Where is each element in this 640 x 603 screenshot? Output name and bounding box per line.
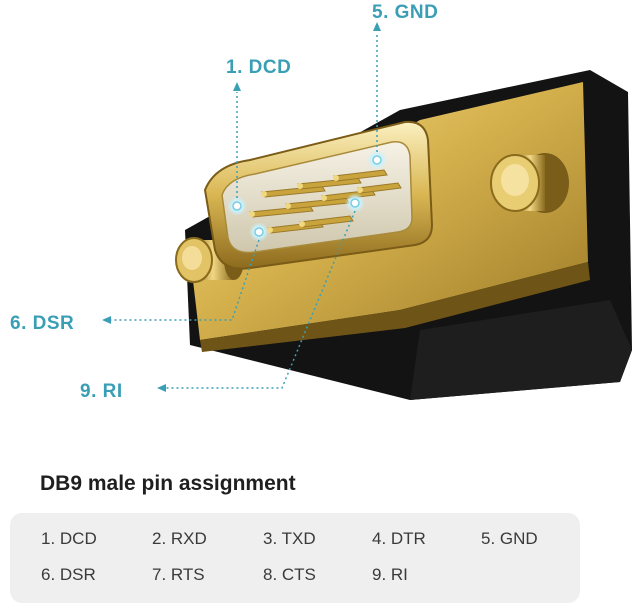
leader-lines [110, 32, 378, 389]
connector-pins [249, 169, 402, 234]
pin-row: 1. DCD 2. RXD 3. TXD 4. DTR 5. GND [10, 529, 580, 559]
arrow-left-icon [102, 316, 111, 324]
leader-pin9 [165, 210, 356, 389]
pin-cell: 8. CTS [263, 565, 316, 584]
pin-cell: 3. TXD [263, 529, 316, 548]
pin-cell: 1. DCD [41, 529, 97, 548]
connector-insert [221, 141, 413, 254]
pin-cell: 9. RI [372, 565, 408, 584]
pin-cell: 5. GND [481, 529, 538, 548]
right-screw-icon [490, 153, 569, 213]
pin-cell: 2. RXD [152, 529, 207, 548]
pin-assignment-table: 1. DCD 2. RXD 3. TXD 4. DTR 5. GND 6. DS… [10, 513, 580, 603]
db9-connector-illustration: 1. DCD 5. GND 6. DSR 9. RI [10, 2, 632, 402]
arrow-up-icon [373, 22, 381, 31]
pin-assignment-title: DB9 male pin assignment [40, 472, 296, 495]
pin-cell: 7. RTS [152, 565, 205, 584]
pin-row: 6. DSR 7. RTS 8. CTS 9. RI [10, 565, 580, 595]
arrow-left-icon [157, 384, 166, 392]
callout-pin6: 6. DSR [10, 313, 74, 334]
pin-cell: 4. DTR [372, 529, 426, 548]
callout-pin5: 5. GND [372, 2, 438, 23]
arrow-up-icon [233, 82, 241, 91]
callout-pin9: 9. RI [80, 381, 123, 402]
leader-pin6 [110, 239, 260, 321]
callout-pin1: 1. DCD [226, 57, 291, 78]
pin-cell: 6. DSR [41, 565, 96, 584]
